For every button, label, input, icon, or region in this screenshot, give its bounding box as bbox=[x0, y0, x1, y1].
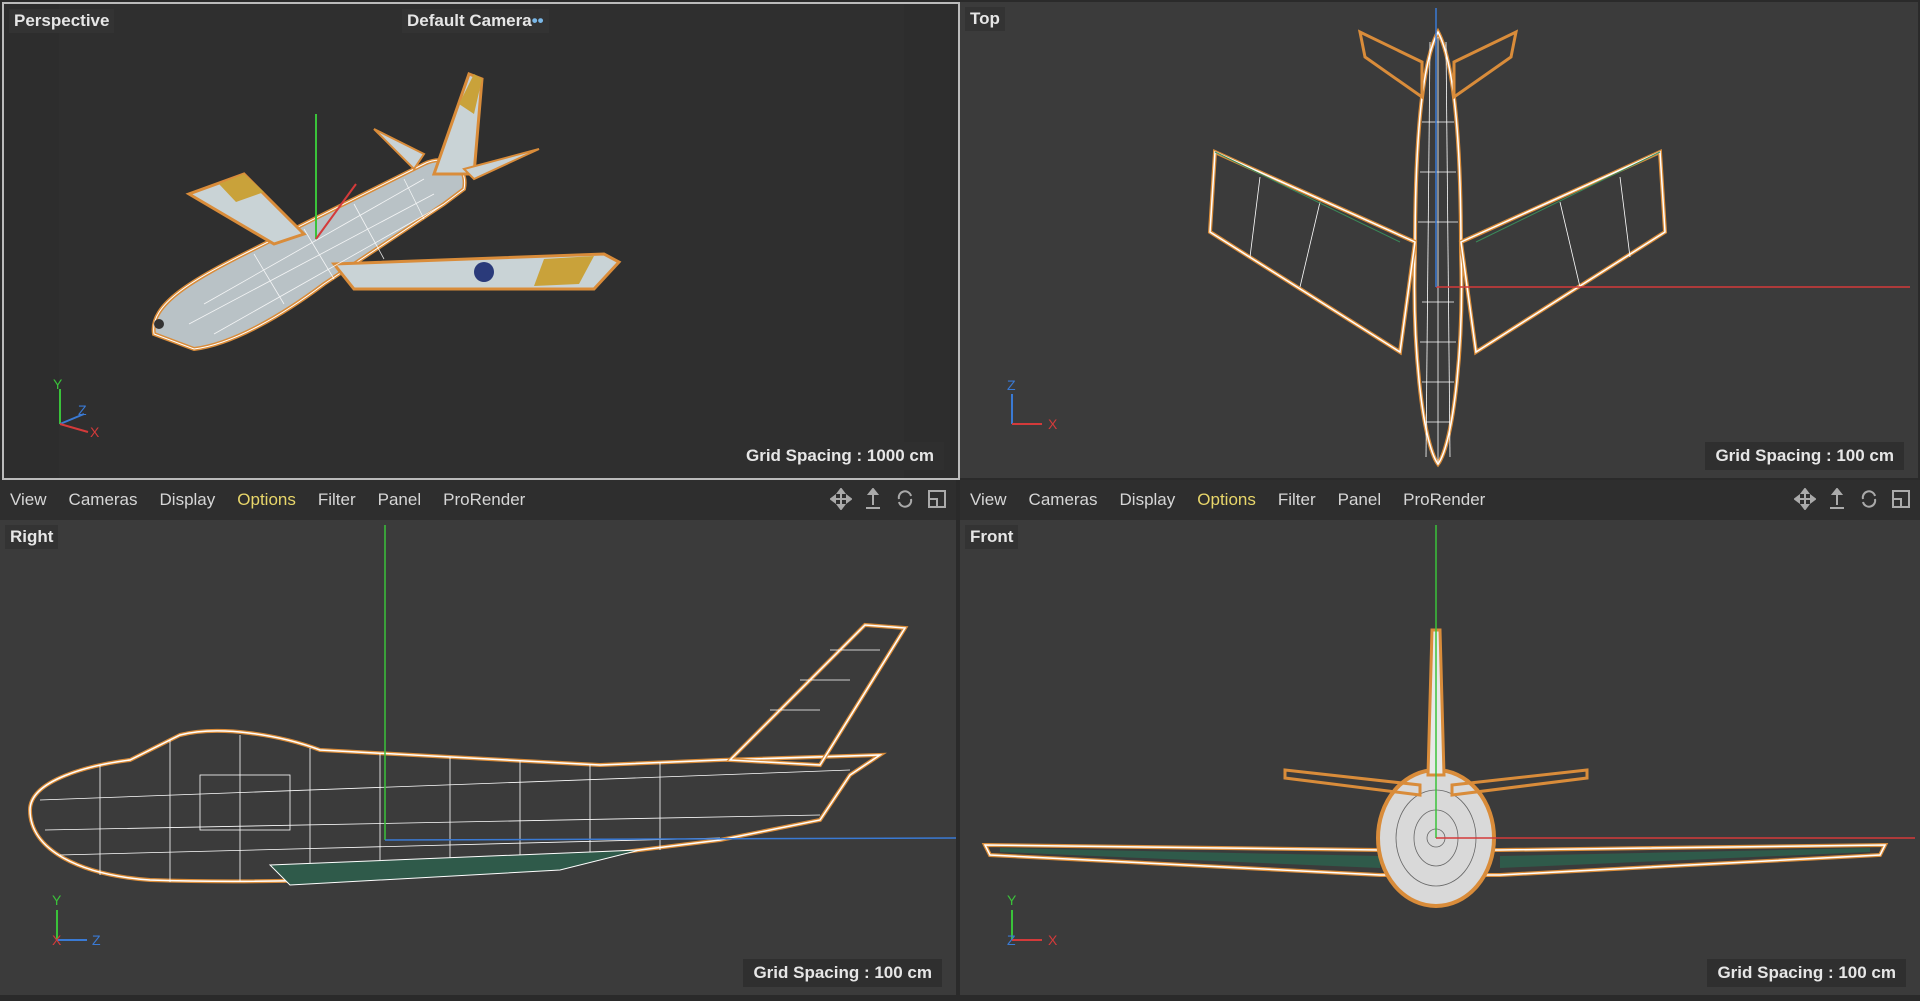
axis-label-y: Y bbox=[53, 376, 63, 392]
dolly-icon[interactable] bbox=[1824, 486, 1850, 512]
menu-prorender[interactable]: ProRender bbox=[443, 490, 526, 509]
axis-label-z: Z bbox=[1007, 932, 1016, 948]
rotate-view-icon[interactable] bbox=[1856, 486, 1882, 512]
viewport-perspective[interactable]: Perspective Default Camera•• Y Z X Grid bbox=[2, 2, 960, 480]
menu-cameras[interactable]: Cameras bbox=[68, 490, 138, 509]
jet-stabilizer-front bbox=[1283, 768, 1422, 797]
top-scene bbox=[1011, 8, 1910, 468]
menu-panel[interactable]: Panel bbox=[1337, 490, 1382, 509]
jet-wing-left bbox=[185, 172, 307, 246]
camera-icon: •• bbox=[531, 11, 544, 30]
viewport-menubar-left: View Cameras Display Options Filter Pane… bbox=[0, 480, 956, 520]
axis-label-z: Z bbox=[92, 932, 101, 948]
axis-label-y: Y bbox=[1007, 892, 1017, 908]
camera-label[interactable]: Default Camera•• bbox=[402, 9, 549, 33]
viewport-label-right: Right bbox=[5, 525, 59, 549]
menu-filter[interactable]: Filter bbox=[317, 490, 356, 509]
move-view-icon[interactable] bbox=[828, 486, 854, 512]
menu-display[interactable]: Display bbox=[159, 490, 216, 509]
right-scene bbox=[27, 525, 956, 941]
menu-options[interactable]: Options bbox=[237, 490, 296, 509]
viewport-front[interactable]: Front Y Z X Grid Spacing : 100 cm bbox=[960, 520, 1920, 995]
axis-label-x: X bbox=[52, 932, 62, 948]
grid-spacing-label: Grid Spacing : 100 cm bbox=[1705, 442, 1904, 470]
axis-label-y: Y bbox=[52, 892, 62, 908]
menu-view[interactable]: View bbox=[970, 490, 1007, 509]
menu-cameras[interactable]: Cameras bbox=[1028, 490, 1098, 509]
axis-label-x: X bbox=[90, 424, 100, 440]
jet-tail-top bbox=[1357, 29, 1424, 100]
viewport-label-front: Front bbox=[965, 525, 1019, 549]
viewport-right[interactable]: Right Y X Z Grid Spacing : 100 cm bbox=[0, 520, 956, 995]
maximize-viewport-icon[interactable] bbox=[924, 486, 950, 512]
axis-label-x: X bbox=[1048, 932, 1058, 948]
dolly-icon[interactable] bbox=[860, 486, 886, 512]
menu-filter[interactable]: Filter bbox=[1277, 490, 1316, 509]
axis-label-z: Z bbox=[78, 402, 87, 418]
maximize-viewport-icon[interactable] bbox=[1888, 486, 1914, 512]
jet-tail-side bbox=[725, 622, 909, 768]
menu-view[interactable]: View bbox=[10, 490, 47, 509]
menu-prorender[interactable]: ProRender bbox=[1403, 490, 1486, 509]
viewport-label-top: Top bbox=[965, 7, 1005, 31]
axis-label-x: X bbox=[1048, 416, 1058, 432]
grid-spacing-label: Grid Spacing : 100 cm bbox=[1707, 959, 1906, 987]
menu-options[interactable]: Options bbox=[1197, 490, 1256, 509]
viewport-menubar-right: View Cameras Display Options Filter Pane… bbox=[960, 480, 1920, 520]
grid-spacing-label: Grid Spacing : 1000 cm bbox=[735, 442, 944, 470]
grid-spacing-label: Grid Spacing : 100 cm bbox=[743, 959, 942, 987]
viewport-label-perspective: Perspective bbox=[9, 9, 115, 33]
viewport-top[interactable]: Top Z X Grid Spacing : 1 bbox=[960, 2, 1918, 478]
rotate-view-icon[interactable] bbox=[892, 486, 918, 512]
move-view-icon[interactable] bbox=[1792, 486, 1818, 512]
front-scene bbox=[981, 525, 1915, 941]
axis-label-z: Z bbox=[1007, 377, 1016, 393]
menu-display[interactable]: Display bbox=[1119, 490, 1176, 509]
menu-panel[interactable]: Panel bbox=[377, 490, 422, 509]
perspective-scene bbox=[59, 72, 622, 433]
